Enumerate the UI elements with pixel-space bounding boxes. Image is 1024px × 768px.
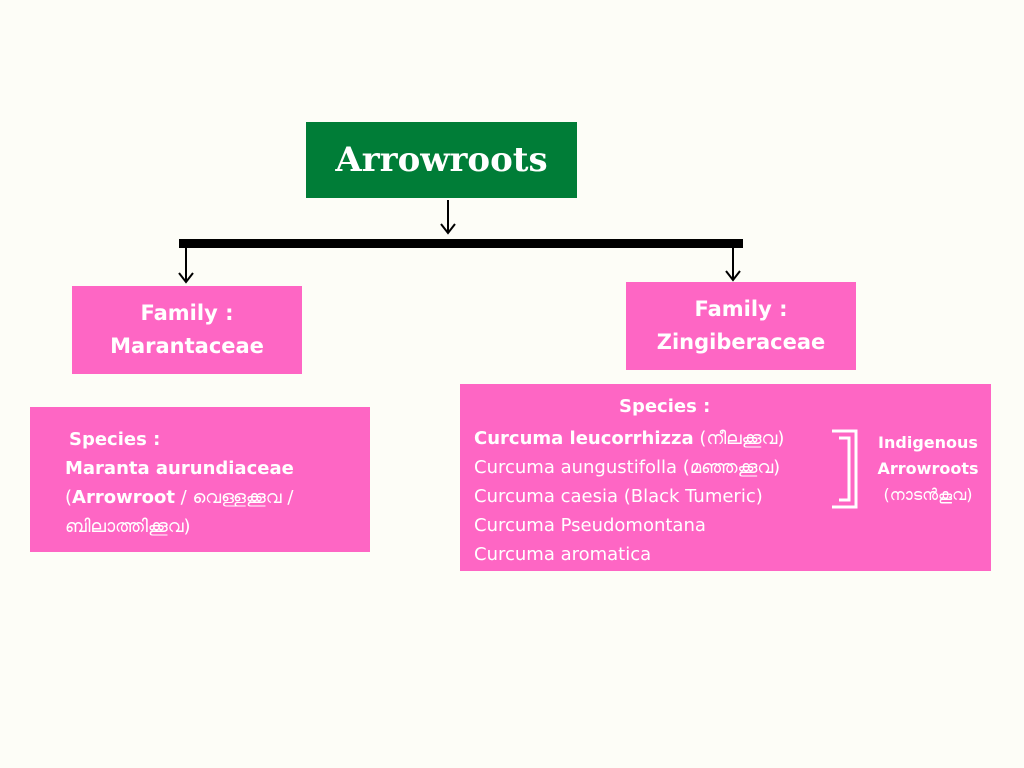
species-list: Curcuma leucorrhizza (നീലക്കൂവ) Curcuma … (474, 424, 784, 569)
family-label: Family : (694, 297, 788, 321)
family-node-marantaceae: Family : Marantaceae (72, 286, 302, 374)
left-arrow (178, 248, 194, 284)
species-name: Curcuma aromatica (474, 544, 652, 565)
family-label: Family : (140, 301, 234, 325)
bracket-icon (832, 429, 858, 509)
indigenous-line2: Arrowroots (877, 459, 979, 478)
list-item: Curcuma leucorrhizza (നീലക്കൂവ) (474, 424, 784, 453)
species-heading: Species : (619, 396, 711, 417)
root-title: Arrowroots (335, 140, 548, 180)
indigenous-label: Indigenous Arrowroots (നാടൻകൂവ) (870, 430, 986, 508)
common-names: (Arrowroot / വെള്ളക്കൂവ / (65, 483, 370, 512)
species-note: (നീലക്കൂവ) (693, 428, 785, 449)
species-note: (Black Tumeric) (617, 486, 763, 507)
list-item: Curcuma aromatica (474, 540, 784, 569)
root-node: Arrowroots (306, 122, 577, 198)
common-name-ml-2: ബിലാത്തിക്കൂവ) (65, 516, 191, 537)
species-name: Curcuma aungustifolla (474, 457, 678, 478)
species-node-zingiberaceae: Species : Curcuma leucorrhizza (നീലക്കൂവ… (460, 384, 991, 571)
family-name: Zingiberaceae (656, 330, 826, 354)
species-note: (മഞ്ഞക്കൂവ) (677, 457, 781, 478)
list-item: Curcuma caesia (Black Tumeric) (474, 482, 784, 511)
indigenous-ml: (നാടൻകൂവ) (883, 485, 973, 504)
list-item: Curcuma aungustifolla (മഞ്ഞക്കൂവ) (474, 453, 784, 482)
common-name-ml: / വെള്ളക്കൂവ / (174, 487, 294, 508)
branch-bar (179, 239, 743, 248)
species-node-marantaceae: Species : Maranta aurundiaceae (Arrowroo… (30, 407, 370, 552)
list-item: Curcuma Pseudomontana (474, 511, 784, 540)
root-arrow (440, 200, 456, 235)
species-heading: Species : (69, 429, 161, 450)
common-name-en: Arrowroot (72, 487, 175, 508)
species-name: Curcuma Pseudomontana (474, 515, 706, 536)
right-arrow (725, 248, 741, 282)
family-name: Marantaceae (110, 334, 264, 358)
species-name: Maranta aurundiaceae (65, 458, 294, 479)
family-node-zingiberaceae: Family : Zingiberaceae (626, 282, 856, 370)
common-open: ( (65, 487, 73, 508)
species-name: Curcuma leucorrhizza (474, 428, 694, 449)
species-name: Curcuma caesia (474, 486, 618, 507)
indigenous-line1: Indigenous (878, 433, 978, 452)
